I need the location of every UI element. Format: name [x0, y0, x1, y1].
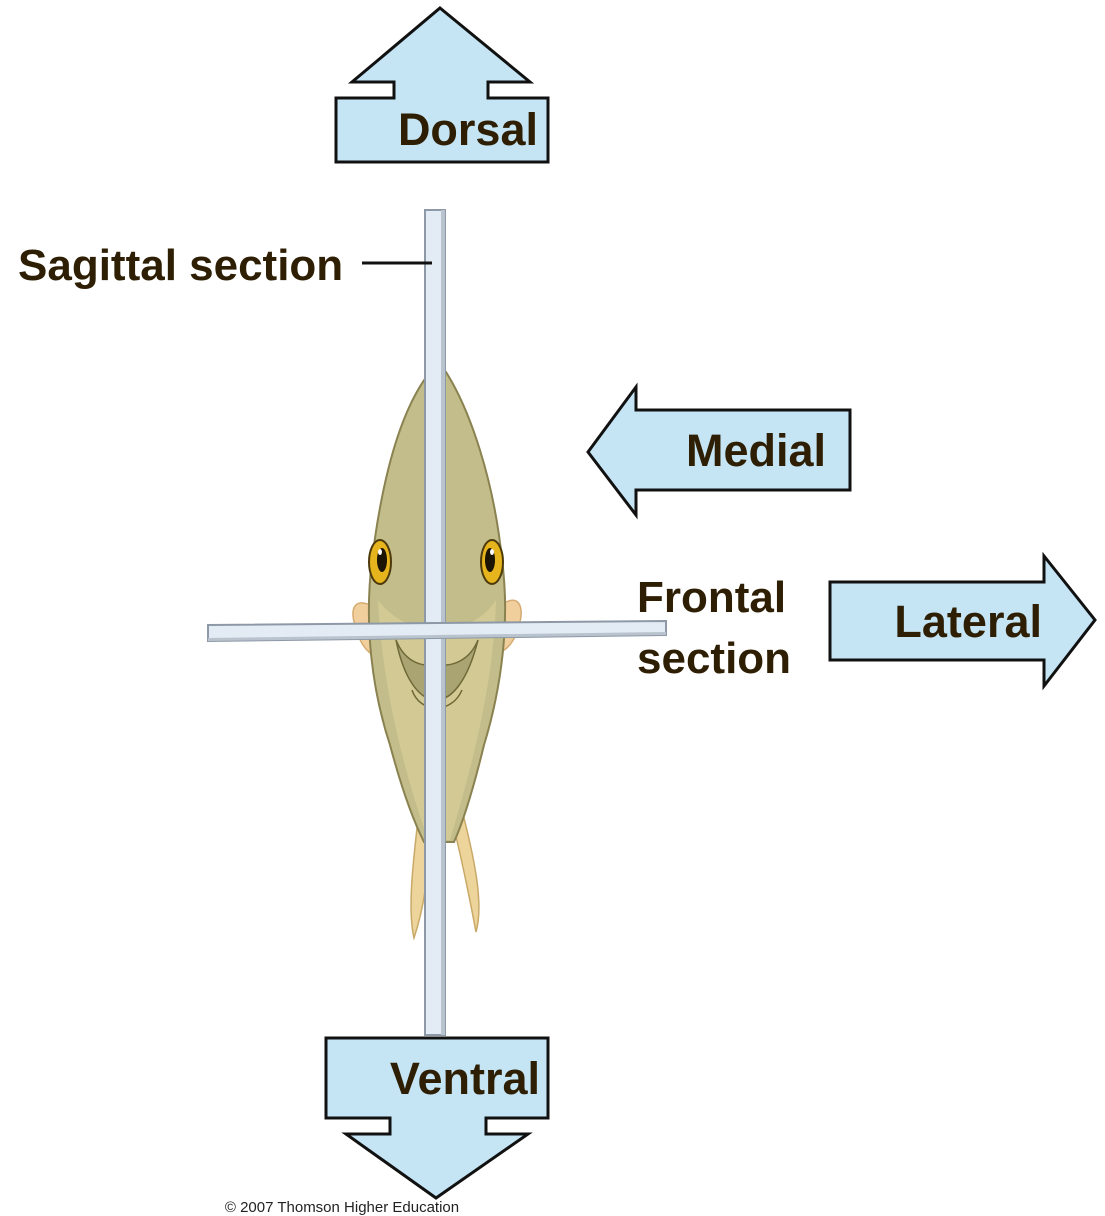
lateral-arrow: Lateral	[830, 556, 1095, 686]
lateral-label: Lateral	[894, 596, 1042, 647]
ventral-arrow: Ventral	[326, 1038, 548, 1198]
ventral-label: Ventral	[390, 1053, 540, 1104]
copyright-notice: © 2007 Thomson Higher Education	[225, 1199, 459, 1216]
fish-right-eye	[481, 540, 503, 584]
medial-label: Medial	[686, 425, 826, 476]
medial-arrow: Medial	[588, 387, 850, 515]
dorsal-arrow: Dorsal	[336, 8, 548, 162]
dorsal-label: Dorsal	[398, 104, 538, 155]
fish-left-eye	[369, 540, 391, 584]
frontal-section-label-line1: Frontal	[637, 573, 786, 622]
frontal-section-label-line2: section	[637, 634, 791, 683]
sagittal-section-label: Sagittal section	[18, 241, 343, 290]
frontal-plane	[208, 621, 666, 641]
